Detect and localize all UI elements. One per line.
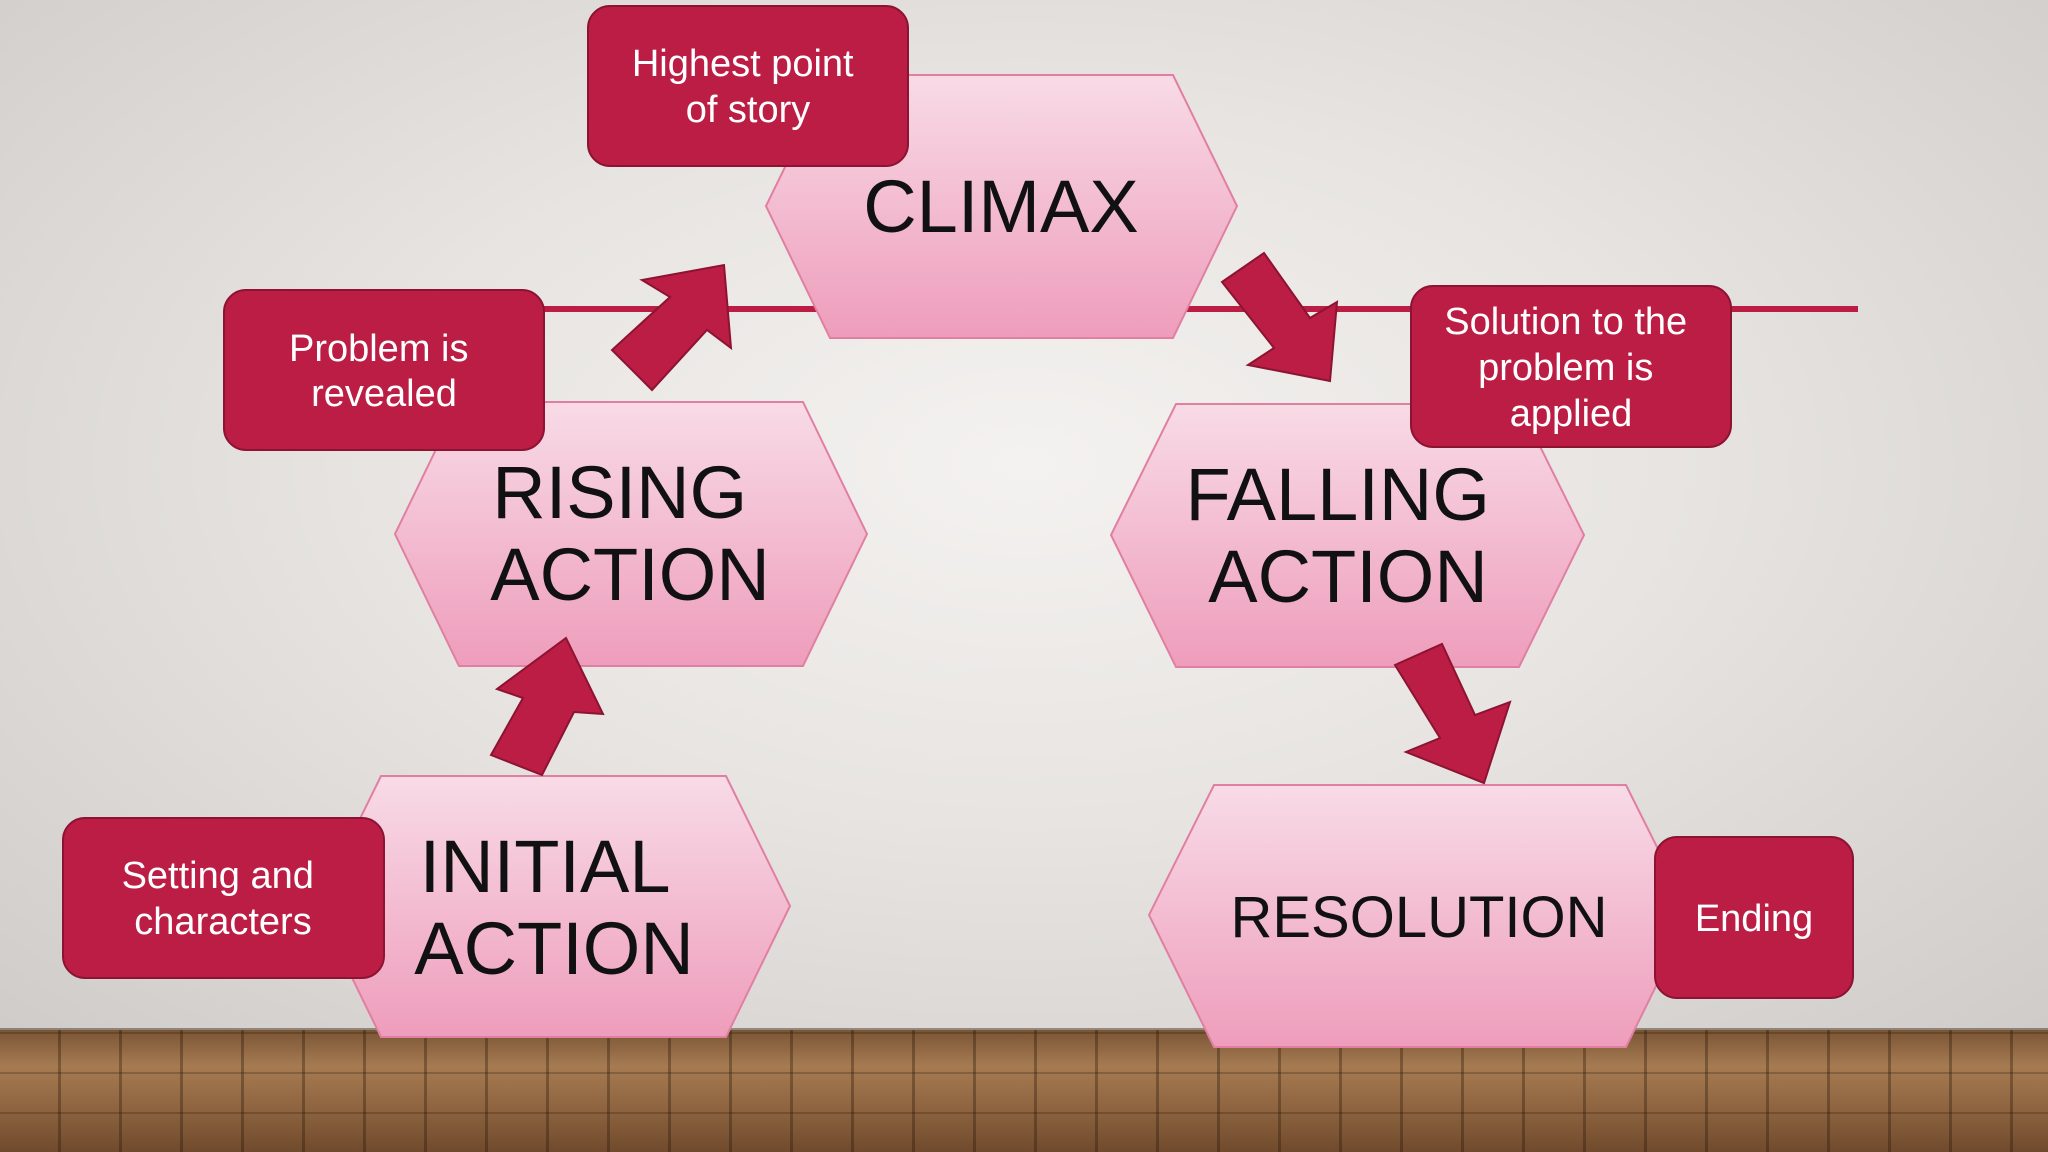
callout-falling-line-3: applied xyxy=(1510,393,1633,435)
stage-rising-action: RISING ACTION xyxy=(393,401,869,667)
svg-text:CLIMAX: CLIMAX xyxy=(863,165,1139,248)
stage-initial-action: INITIAL ACTION xyxy=(315,775,792,1038)
stage-rising-action-line-1: RISING xyxy=(492,451,747,534)
svg-text:INITIAL ACTION: INITIAL ACTION xyxy=(414,825,694,990)
stage-rising-action-line-2: ACTION xyxy=(490,533,770,616)
svg-text:FALLING ACTION: FALLING ACTION xyxy=(1186,453,1511,618)
callout-rising-line-1: Problem is xyxy=(289,328,469,370)
wood-floor xyxy=(0,1030,2048,1152)
callout-climax: Highest point of story xyxy=(587,5,909,167)
callout-falling: Solution to the problem is applied xyxy=(1410,285,1732,448)
svg-text:RESOLUTION: RESOLUTION xyxy=(1230,885,1607,950)
callout-rising-line-2: revealed xyxy=(311,373,457,415)
stage-falling-action-line-2: ACTION xyxy=(1208,535,1488,618)
callout-falling-line-1: Solution to the xyxy=(1444,301,1687,343)
svg-text:Setting and characters: Setting and characters xyxy=(122,855,325,943)
arrow-climax-to-falling xyxy=(1220,251,1339,383)
stage-resolution: RESOLUTION xyxy=(1147,784,1693,1048)
stage-falling-action: FALLING ACTION xyxy=(1109,403,1586,668)
stage-climax-line-1: CLIMAX xyxy=(863,165,1139,248)
callout-resolution-line-1: Ending xyxy=(1695,898,1813,940)
callout-initial: Setting and characters xyxy=(62,817,385,979)
svg-text:Highest point of story: Highest point of story xyxy=(632,43,864,131)
stage-initial-action-line-2: ACTION xyxy=(414,907,694,990)
svg-text:Solution to the proble: Solution to the problem is applied xyxy=(1444,301,1698,435)
callout-falling-line-2: problem is xyxy=(1478,347,1653,389)
callout-climax-line-2: of story xyxy=(686,89,811,131)
stage-initial-action-line-1: INITIAL xyxy=(420,825,669,908)
stage-falling-action-line-1: FALLING xyxy=(1186,453,1490,536)
svg-text:Ending: Ending xyxy=(1695,898,1813,940)
arrow-rising-to-climax xyxy=(610,263,733,392)
callout-resolution: Ending xyxy=(1654,836,1854,999)
callout-initial-line-2: characters xyxy=(134,901,311,943)
stage-resolution-line-1: RESOLUTION xyxy=(1230,885,1607,950)
arrows xyxy=(489,251,1512,785)
arrow-falling-to-resolution xyxy=(1393,642,1512,785)
arrow-initial-to-rising xyxy=(489,636,605,777)
svg-text:RISING ACTION: RISING ACTION xyxy=(490,451,770,616)
callout-rising: Problem is revealed xyxy=(223,289,545,451)
callout-climax-line-1: Highest point xyxy=(632,43,854,85)
callout-initial-line-1: Setting and xyxy=(122,855,314,897)
svg-text:Problem is revealed: Problem is revealed xyxy=(289,328,479,415)
